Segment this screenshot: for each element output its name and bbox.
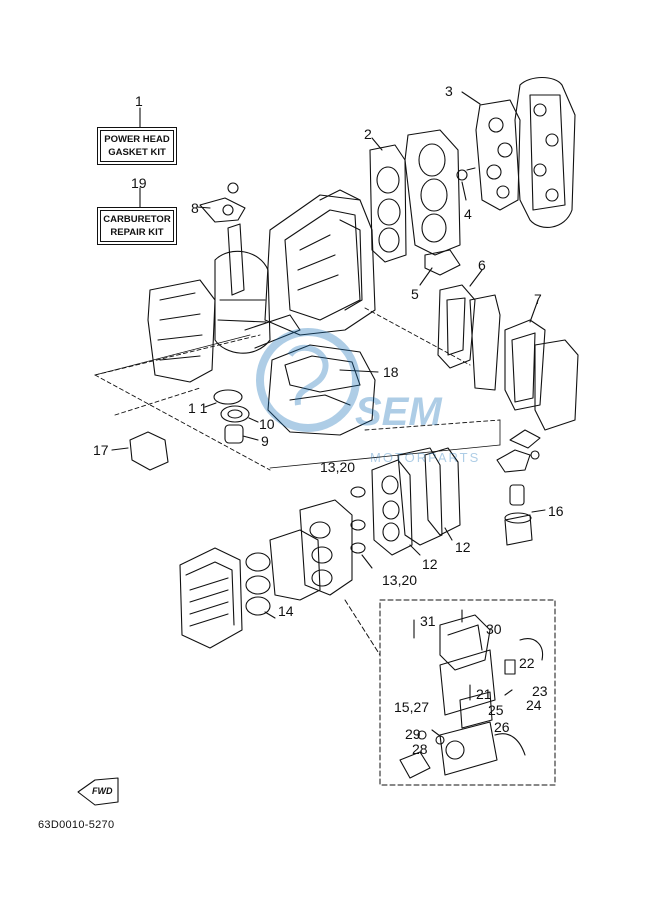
kit-number-19: 19: [131, 175, 147, 191]
kit-line: GASKET KIT: [108, 147, 166, 158]
carburetor-repair-kit-label: CARBURETOR REPAIR KIT: [100, 210, 174, 242]
carburetor-detail-frame: [344, 599, 556, 786]
callout-12-left: 12: [422, 556, 438, 572]
head-cover-part: [514, 76, 576, 228]
callout-14: 14: [278, 603, 294, 619]
crankshaft-part: [214, 223, 301, 354]
fwd-arrow-icon: [77, 777, 119, 806]
callout-13-20-bottom: 13,20: [382, 572, 418, 588]
o-ring-13-part: [350, 486, 373, 569]
callout-23: 23: [532, 683, 548, 699]
o-ring-part: [204, 389, 243, 408]
callout-21: 21: [476, 686, 492, 702]
callout-8: 8: [191, 200, 199, 216]
fwd-label: FWD: [92, 786, 113, 796]
callout-28: 28: [412, 741, 428, 757]
callout-15-27: 15,27: [394, 699, 430, 715]
exhaust-cover-part: [437, 269, 579, 431]
carburetor-assembly-part: [269, 499, 353, 601]
callout-7: 7: [534, 291, 542, 307]
callout-5: 5: [411, 286, 419, 302]
intake-silencer-part: [179, 547, 243, 649]
oil-seal-10-part: [220, 405, 259, 423]
callout-10: 10: [259, 416, 275, 432]
head-gasket-part: [461, 91, 521, 211]
callout-25: 25: [488, 702, 504, 718]
callout-18: 18: [383, 364, 399, 380]
carburetor-detail-parts: [399, 609, 544, 779]
power-head-gasket-kit-label: POWER HEAD GASKET KIT: [100, 130, 174, 162]
bolt-part: [456, 167, 476, 201]
callout-17: 17: [93, 442, 109, 458]
callout-12-right: 12: [455, 539, 471, 555]
cylinder-gasket-part: [369, 137, 407, 263]
callout-26: 26: [494, 719, 510, 735]
kit-line: POWER HEAD: [104, 134, 170, 145]
callout-31: 31: [420, 613, 436, 629]
power-head-block: [264, 189, 376, 336]
crankcase-part: [147, 279, 216, 383]
callout-6: 6: [478, 257, 486, 273]
pump-part: [496, 429, 546, 546]
kit-number-1: 1: [135, 93, 143, 109]
callout-24: 24: [526, 697, 542, 713]
watermark-logo: [256, 328, 360, 432]
reed-valve-part: [371, 447, 461, 556]
catalog-number: 63D0010-5270: [38, 819, 115, 831]
intake-gasket-part: [419, 249, 461, 286]
callout-4: 4: [464, 206, 472, 222]
reference-lines: [94, 307, 501, 471]
callout-30: 30: [486, 621, 502, 637]
upper-casing-part: [267, 344, 379, 436]
thermostat-cover-part: [111, 431, 169, 471]
bearing-part: [224, 424, 259, 444]
callout-13-20-top: 13,20: [320, 459, 356, 475]
kit-line: REPAIR KIT: [110, 227, 164, 238]
oil-seal-part: [196, 182, 246, 223]
cylinder-head-part: [404, 129, 461, 256]
callout-3: 3: [445, 83, 453, 99]
callout-11: 1 1: [188, 400, 208, 416]
callout-22: 22: [519, 655, 535, 671]
carburetor-gasket-14-part: [245, 552, 276, 619]
callout-16: 16: [548, 503, 564, 519]
callout-2: 2: [364, 126, 372, 142]
callout-9: 9: [261, 433, 269, 449]
kit-line: CARBURETOR: [103, 214, 171, 225]
callout-29: 29: [405, 726, 421, 742]
